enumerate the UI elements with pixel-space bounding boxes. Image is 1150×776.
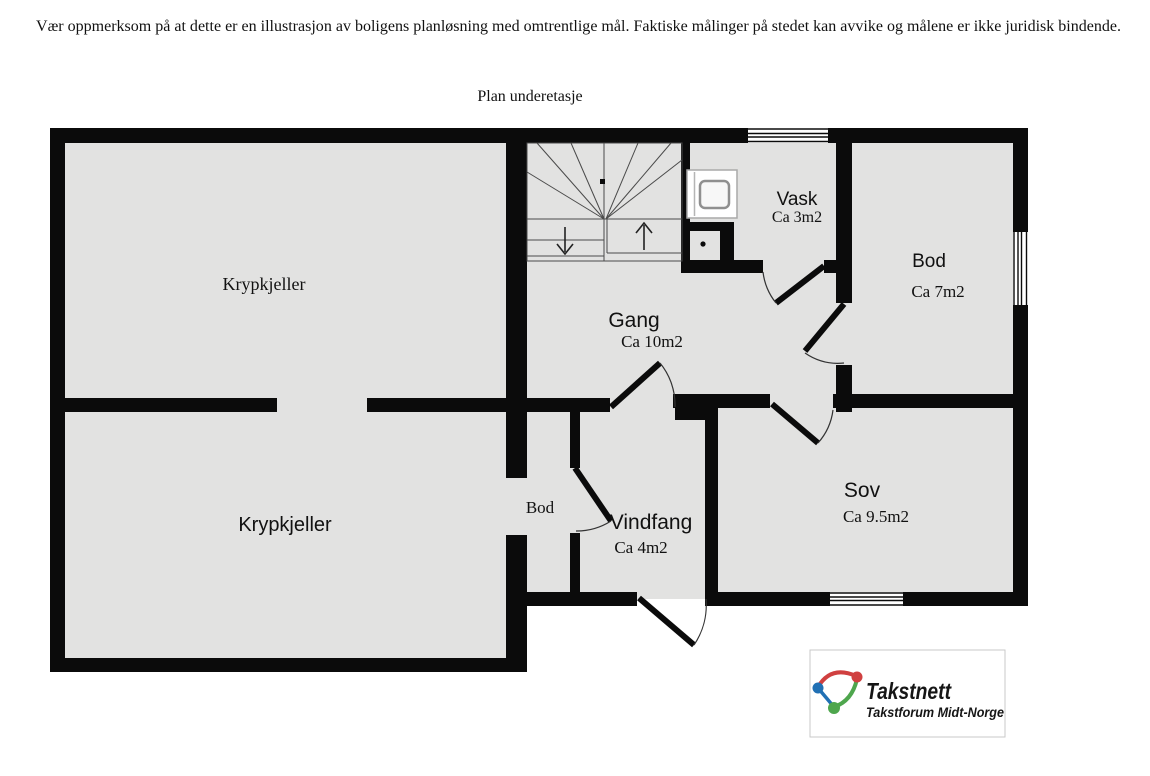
room-area-bod-store: Ca 7m2 xyxy=(911,282,964,301)
door-sov xyxy=(770,401,834,446)
disclaimer-text: Vær oppmerksom på at dette er en illustr… xyxy=(36,18,1121,35)
door-bod-store xyxy=(802,302,847,364)
room-label-bod-small: Bod xyxy=(526,498,555,517)
room-label-gang: Gang xyxy=(608,309,659,332)
room-label-vindfang: Vindfang xyxy=(610,511,693,534)
staircase xyxy=(526,142,683,262)
room-label-bod-store: Bod xyxy=(912,251,946,272)
logo-subtitle-text: Takstforum Midt-Norge xyxy=(866,705,1004,720)
room-label-krypkjeller-upper: Krypkjeller xyxy=(223,274,306,294)
door-entrance xyxy=(637,595,707,648)
room-area-vask: Ca 3m2 xyxy=(772,209,822,226)
room-area-sov: Ca 9.5m2 xyxy=(843,507,909,526)
door-vask xyxy=(762,263,826,306)
plan-title: Plan underetasje xyxy=(477,88,582,105)
logo-brand-text: Takstnett xyxy=(866,678,952,704)
stairs-up-arrow-icon xyxy=(635,221,653,250)
washing-machine-icon xyxy=(686,169,738,219)
walls xyxy=(50,128,1028,672)
door-bod-small xyxy=(572,466,614,532)
floor-fill xyxy=(57,135,1021,665)
floorplan: Krypkjeller Krypkjeller Gang Ca 10m2 Vas… xyxy=(50,128,1028,672)
room-label-krypkjeller-lower: Krypkjeller xyxy=(238,514,332,536)
room-labels: Krypkjeller Krypkjeller Gang Ca 10m2 Vas… xyxy=(223,189,965,557)
window-right xyxy=(1013,232,1028,305)
stair-newel-dot xyxy=(600,179,605,184)
stairs-down-arrow-icon xyxy=(556,227,574,256)
logo-frame xyxy=(809,649,1006,738)
window-top xyxy=(748,128,828,143)
takstnett-logo: Takstnett Takstforum Midt-Norge xyxy=(809,649,1006,738)
takstnett-logo-mark-icon xyxy=(812,670,863,714)
room-area-gang: Ca 10m2 xyxy=(621,332,683,351)
room-label-sov: Sov xyxy=(844,479,881,502)
door-vindfang-gang xyxy=(608,360,676,410)
room-label-vask: Vask xyxy=(777,189,818,210)
room-area-vindfang: Ca 4m2 xyxy=(614,538,667,557)
window-bottom xyxy=(830,592,903,606)
chimney-dot xyxy=(700,241,706,247)
